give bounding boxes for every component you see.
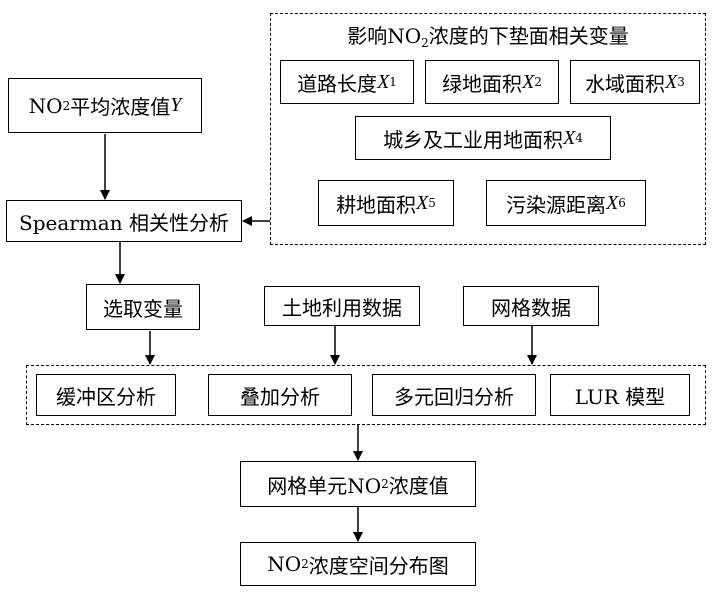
analysis-group	[26, 365, 706, 425]
select-variables-box: 选取变量	[86, 284, 200, 330]
spearman-box: Spearman 相关性分析	[6, 200, 242, 242]
overlay-analysis-box: 叠加分析	[208, 374, 352, 416]
factor-group-title: 影响NO2浓度的下垫面相关变量	[347, 24, 629, 50]
land-use-data-box: 土地利用数据	[264, 286, 420, 326]
lur-model-box: LUR 模型	[550, 374, 690, 416]
buffer-analysis-box: 缓冲区分析	[36, 374, 176, 416]
grid-data-box: 网格数据	[463, 286, 599, 326]
regression-analysis-box: 多元回归分析	[372, 374, 536, 416]
factor-group	[270, 13, 706, 245]
